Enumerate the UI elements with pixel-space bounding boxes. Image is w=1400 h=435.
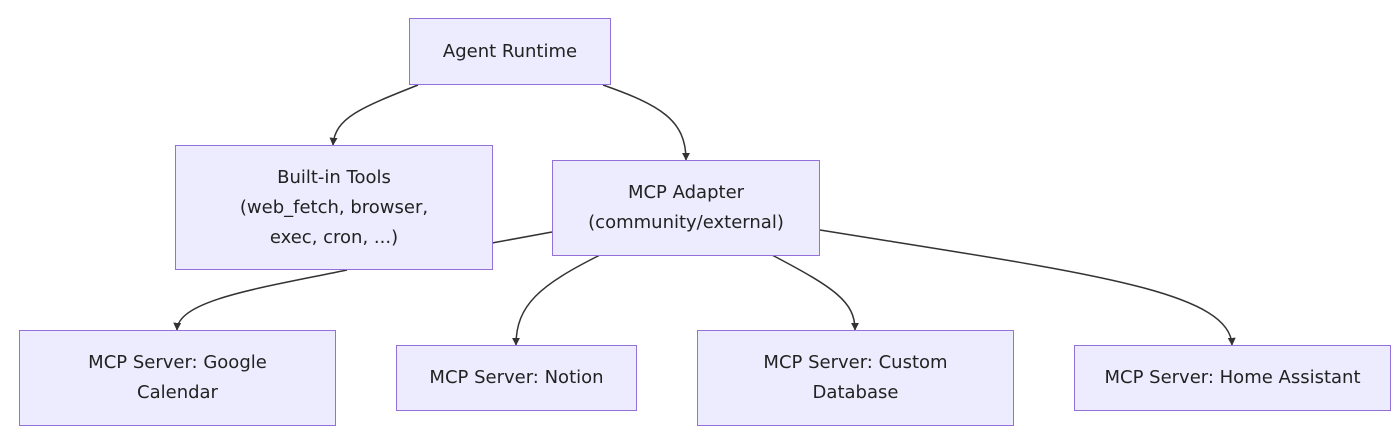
node-mcp-adapter[interactable]: MCP Adapter (community/external): [552, 160, 820, 256]
node-agent-runtime-label: Agent Runtime: [442, 40, 578, 62]
node-home-assistant-label: MCP Server: Home Assistant: [1104, 367, 1361, 388]
edge-mcp-adapter-to-home-assistant: [819, 229, 1236, 346]
node-google-calendar[interactable]: MCP Server: Google Calendar: [19, 330, 336, 426]
edge-agent-runtime-to-builtin-tools: [329, 84, 419, 146]
node-custom-db-label: MCP Server: Custom Database: [763, 352, 948, 403]
node-custom-db[interactable]: MCP Server: Custom Database: [697, 330, 1014, 426]
node-agent-runtime[interactable]: Agent Runtime: [409, 18, 611, 85]
edge-agent-runtime-to-mcp-adapter: [602, 84, 690, 161]
node-builtin-tools-label: Built-in Tools (web_fetch, browser, exec…: [239, 166, 429, 248]
node-home-assistant[interactable]: MCP Server: Home Assistant: [1074, 345, 1391, 411]
edge-mcp-adapter-to-custom-db: [771, 254, 859, 331]
edge-mcp-adapter-to-notion: [512, 254, 601, 346]
node-notion-label: MCP Server: Notion: [429, 367, 604, 388]
node-builtin-tools[interactable]: Built-in Tools (web_fetch, browser, exec…: [175, 145, 493, 270]
node-google-calendar-label: MCP Server: Google Calendar: [88, 352, 267, 403]
node-mcp-adapter-label: MCP Adapter (community/external): [588, 182, 784, 233]
edge-mcp-adapter-to-google-calendar: [177, 231, 553, 330]
node-notion[interactable]: MCP Server: Notion: [396, 345, 637, 411]
